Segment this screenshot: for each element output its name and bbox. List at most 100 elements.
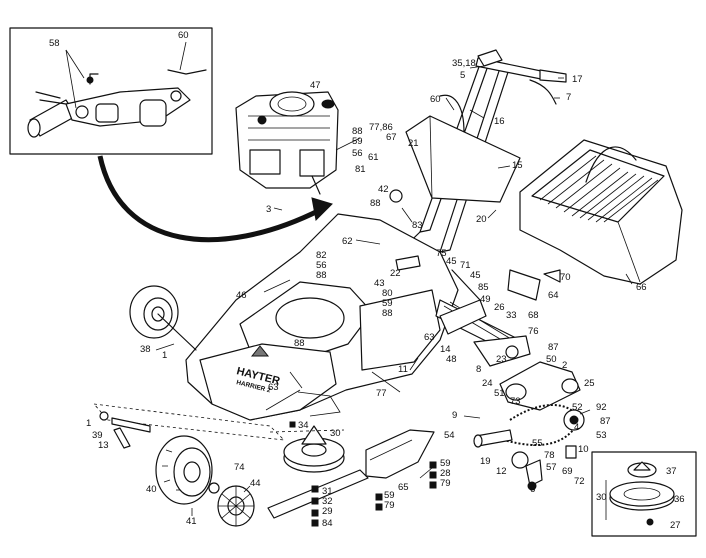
callout-14: 14 [440,344,451,355]
fasteners [289,421,437,527]
callout-77: 77 [376,388,387,399]
callout-3: 3 [266,204,271,215]
callout-59: 59 [382,298,393,309]
callout-24: 24 [482,378,493,389]
callout-9: 9 [452,410,457,421]
callout-23: 23 [496,354,507,365]
callout-20: 20 [476,214,487,225]
callout-88: 88 [370,198,381,209]
callout-87: 87 [600,416,611,427]
callout-39: 39 [92,430,103,441]
callout-22: 22 [390,268,401,279]
rear-wheel [155,435,213,505]
callout-84: 84 [322,518,333,529]
callout-59: 59 [352,136,363,147]
callout-59: 59 [440,458,451,469]
callout-28: 28 [440,468,451,479]
callout-62: 62 [342,236,353,247]
callout-31: 31 [322,486,333,497]
callout-63: 63 [268,382,279,393]
callout-25: 25 [584,378,595,389]
callout-67: 67 [386,132,397,143]
callout-79: 79 [384,500,395,511]
callout-13: 13 [98,440,109,451]
callout-4: 4 [574,422,579,433]
callout-34: 34 [298,420,309,431]
callout-65: 65 [398,482,409,493]
callout-59: 59 [384,490,395,501]
callout-1: 1 [86,418,91,429]
callout-56: 56 [316,260,327,271]
callout-60: 60 [178,30,189,41]
callout-2: 2 [562,360,567,371]
callout-50: 50 [546,354,557,365]
callout-37: 37 [666,466,677,477]
reference-arrow [97,155,333,243]
callout-76: 76 [528,326,539,337]
callout-21: 21 [408,138,419,149]
callout-40: 40 [146,484,157,495]
callout-83: 83 [412,220,423,231]
callout-70: 70 [560,272,571,283]
callout-43: 43 [374,278,385,289]
cutter-disc [269,425,345,473]
callout-81: 81 [355,164,366,175]
callout-75: 75 [436,248,447,259]
callout-29: 29 [322,506,333,517]
leader-lines [155,65,633,516]
callout-7: 7 [566,92,571,103]
callout-30: 30 [330,428,341,439]
blade-guard [365,429,435,479]
callout-72: 72 [574,476,585,487]
callout-15: 15 [512,160,523,171]
callout-88: 88 [294,338,305,349]
callout-16: 16 [494,116,505,127]
callout-55: 55 [532,438,543,449]
callout-77-86: 77,86 [369,122,393,133]
callout-48: 48 [446,354,457,365]
callout-42: 42 [378,184,389,195]
callout-69: 69 [562,466,573,477]
callout-8: 8 [476,364,481,375]
callout-5: 5 [460,70,465,81]
callout-68: 68 [528,310,539,321]
callout-35-18: 35,18 [452,58,476,69]
callout-19: 19 [480,456,491,467]
axle-bracket-group [93,403,286,449]
callout-66: 66 [636,282,647,293]
callout-46: 46 [236,290,247,301]
callout-10: 10 [578,444,589,455]
callout-36: 36 [674,494,685,505]
callout-32: 32 [322,496,333,507]
callout-56: 56 [352,148,363,159]
callout-52: 52 [572,402,583,413]
engine [235,91,339,195]
drive-chain [395,255,585,491]
callout-73: 73 [510,396,521,407]
callout-27: 27 [670,520,681,531]
callout-88: 88 [352,126,363,137]
callout-44: 44 [250,478,261,489]
front-wheel [129,285,197,351]
grass-box [519,139,683,285]
callout-58: 58 [49,38,60,49]
callout-87: 87 [548,342,559,353]
gear-hub [217,485,255,527]
callout-38: 38 [140,344,151,355]
inset-detail [9,27,213,155]
callout-88: 88 [382,308,393,319]
callout-6: 6 [530,484,535,495]
callout-45: 45 [470,270,481,281]
callout-80: 80 [382,288,393,299]
cutter-blade [267,469,369,519]
callout-33: 33 [506,310,517,321]
callout-60: 60 [430,94,441,105]
callout-labels: 58 60 47 88 59 56 81 77,86 67 61 35,18 5… [49,30,685,531]
callout-54: 54 [444,430,455,441]
callout-26: 26 [494,302,505,313]
callout-17: 17 [572,74,583,85]
washer-74 [208,482,220,494]
callout-49: 49 [480,294,491,305]
